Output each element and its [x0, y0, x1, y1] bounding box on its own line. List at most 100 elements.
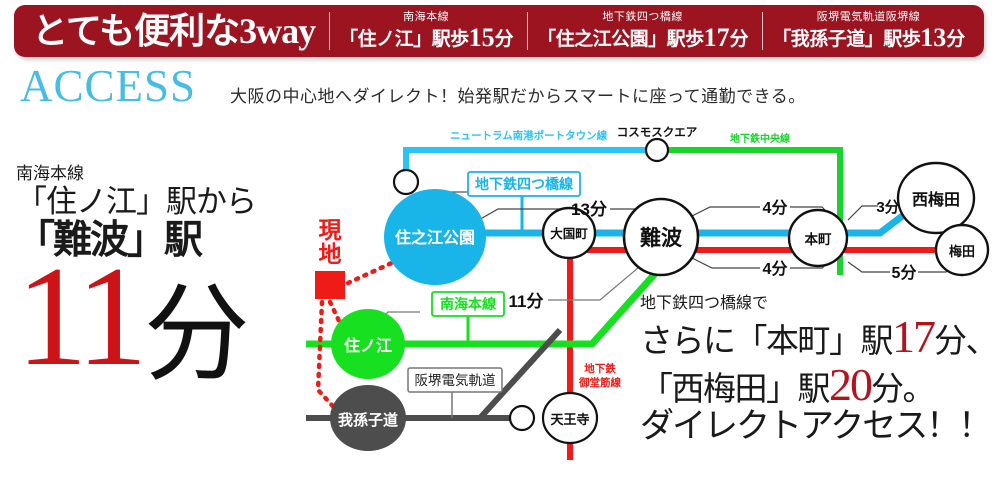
bottom-right-lead: 地下鉄四つ橋線で [640, 295, 769, 312]
header-route-2-detail: 「住之江公園」駅歩17分 [537, 22, 749, 52]
station-suminoe-node[interactable] [331, 309, 405, 379]
bottom-right-callout: 地下鉄四つ橋線で さらに「本町」駅17分、 「西梅田」駅20分。 ダイレクトアク… [640, 295, 998, 445]
line-label-nankai-box [431, 291, 505, 317]
site-marker-label-char2: 地 [319, 241, 342, 267]
duration-11min: 11分 [509, 292, 544, 311]
duration-5min: 5分 [892, 264, 917, 282]
line-label-hankai: 阪堺電気軌道 [415, 373, 496, 388]
left-callout-to: 「難波」駅 [16, 218, 203, 262]
station-honmachi-label: 本町 [805, 231, 833, 247]
duration-4min-top: 4分 [763, 199, 788, 217]
leader-4min-bot-right [790, 255, 837, 269]
station-namba-node[interactable] [622, 197, 700, 277]
station-umeda-label: 梅田 [949, 244, 975, 259]
header-route-3: 阪堺電気軌道阪堺線 「我孫子道」駅歩13分 [772, 11, 965, 50]
station-cosmosquare-node[interactable] [644, 137, 670, 163]
station-nishiumeda-node[interactable] [896, 161, 976, 235]
header-route-2-line: 地下鉄四つ橋線 [602, 11, 683, 24]
line-label-yotsubashi-box [467, 171, 581, 197]
station-tennoji-label: 天王寺 [550, 412, 589, 427]
header-route-1-station: 「住ノ江」駅歩 [339, 28, 469, 50]
header-route-2-minutes: 17 [703, 22, 730, 52]
line-label-hankai-box [407, 367, 503, 393]
station-daikokucho-label: 大国町 [550, 226, 588, 241]
station-honmachi-node[interactable] [787, 208, 849, 268]
site-marker-square [315, 271, 345, 299]
station-hankai-terminus-node[interactable] [508, 404, 536, 432]
header-route-3-detail: 「我孫子道」駅歩13分 [772, 22, 965, 52]
leader-4min-top-left [687, 206, 760, 219]
leader-4min-top-right [790, 206, 837, 223]
header-route-2-station: 「住之江公園」駅歩 [537, 28, 704, 50]
station-cosmosquare-label: コスモスクエア [617, 126, 698, 139]
header-route-3-line: 阪堺電気軌道阪堺線 [816, 11, 921, 24]
station-suminoe-koen-node[interactable] [384, 189, 486, 285]
station-suminoe-koen-label: 住之江公園 [395, 228, 475, 247]
leader-11min-right [548, 261, 646, 301]
line-label-midosuji-2: 御堂筋線 [578, 376, 621, 389]
bottom-right-line-1-prefix: さらに「本町」駅 [640, 324, 894, 360]
header-route-2: 地下鉄四つ橋線 「住之江公園」駅歩17分 [537, 11, 749, 52]
duration-3min: 3分 [876, 199, 899, 216]
station-nishiumeda-label: 西梅田 [912, 190, 960, 209]
header-banner: とても便利な3way 南海本線 「住ノ江」駅歩15分 地下鉄四つ橋線 「住之江公… [14, 5, 984, 57]
header-route-3-minutes: 13 [920, 22, 947, 52]
bottom-right-line-2: 「西梅田」駅20分。 [640, 358, 998, 410]
header-route-2-unit: 分 [729, 28, 749, 50]
line-label-chuo: 地下鉄中央線 [730, 132, 790, 145]
station-tennoji-node[interactable] [541, 391, 599, 445]
station-abikomichi-label: 我孫子道 [338, 411, 398, 429]
leader-5min-left [847, 261, 890, 273]
leader-13min-left [469, 208, 568, 226]
station-suminoe-label: 住ノ江 [344, 336, 392, 355]
header-divider-3 [762, 12, 764, 50]
left-callout-duration: 11 分 [16, 244, 306, 388]
header-route-3-station: 「我孫子道」駅歩 [772, 28, 921, 50]
station-abikomichi-node[interactable] [330, 385, 406, 451]
left-callout-line-name: 南海本線 [16, 164, 84, 183]
header-divider-1 [329, 12, 331, 50]
station-daikokucho-node[interactable] [541, 206, 597, 260]
header-route-1-line: 南海本線 [403, 11, 450, 24]
leader-3min-right [898, 199, 919, 207]
duration-4min-bottom: 4分 [763, 260, 788, 278]
line-label-newtram: ニュートラム南港ポートタウン線 [450, 129, 608, 142]
line-newtram [403, 147, 650, 176]
line-hankai-diagonal [477, 327, 563, 421]
bottom-right-line-2-prefix: 「西梅田」駅 [640, 371, 831, 408]
leader-4min-bot-left [687, 255, 760, 269]
bottom-right-line-3: ダイレクトアクセス！！ [640, 407, 992, 445]
site-connector-to-suminoe [327, 299, 351, 343]
site-connector-to-suminoe-park [345, 247, 423, 286]
line-chuo [664, 147, 843, 275]
page-subtitle: 大阪の中心地へダイレクト！始発駅だからスマートに座って通勤できる。 [230, 87, 806, 106]
site-connector-to-abikomichi [315, 299, 343, 417]
header-divider-2 [527, 12, 529, 50]
bottom-right-line-2-number: 20 [829, 358, 873, 410]
left-callout-from: 「住ノ江」駅から [16, 184, 257, 219]
duration-13min: 13分 [571, 200, 607, 219]
site-marker-label-char1: 現 [319, 217, 342, 243]
page-title: ACCESS [20, 61, 197, 111]
bottom-right-line-1: さらに「本町」駅17分、 [640, 313, 998, 361]
header-route-1: 南海本線 「住ノ江」駅歩15分 [339, 11, 514, 52]
header-route-1-unit: 分 [494, 28, 514, 50]
station-newtram-node[interactable] [392, 168, 420, 196]
bottom-right-line-1-suffix: 分、 [934, 324, 998, 360]
leader-5min-right [918, 261, 957, 273]
header-route-1-minutes: 15 [468, 22, 495, 52]
line-label-yotsubashi: 地下鉄四つ橋線 [475, 176, 573, 192]
line-label-midosuji-1: 地下鉄 [584, 362, 616, 375]
bottom-right-line-2-suffix: 分。 [871, 371, 936, 408]
header-headline: とても便利な3way [32, 11, 316, 51]
left-callout: 南海本線 「住ノ江」駅から 「難波」駅 11 分 [16, 164, 306, 388]
header-route-3-unit: 分 [946, 28, 965, 50]
bottom-right-line-1-number: 17 [892, 311, 936, 362]
line-yotsubashi-umeda [800, 211, 908, 237]
line-nankai [306, 265, 663, 348]
station-umeda-node[interactable] [934, 223, 990, 277]
leader-suminoe-park [431, 191, 470, 207]
leader-11min-left [437, 299, 505, 311]
leader-3min-left [847, 205, 878, 221]
leader-13min-right [610, 208, 661, 223]
